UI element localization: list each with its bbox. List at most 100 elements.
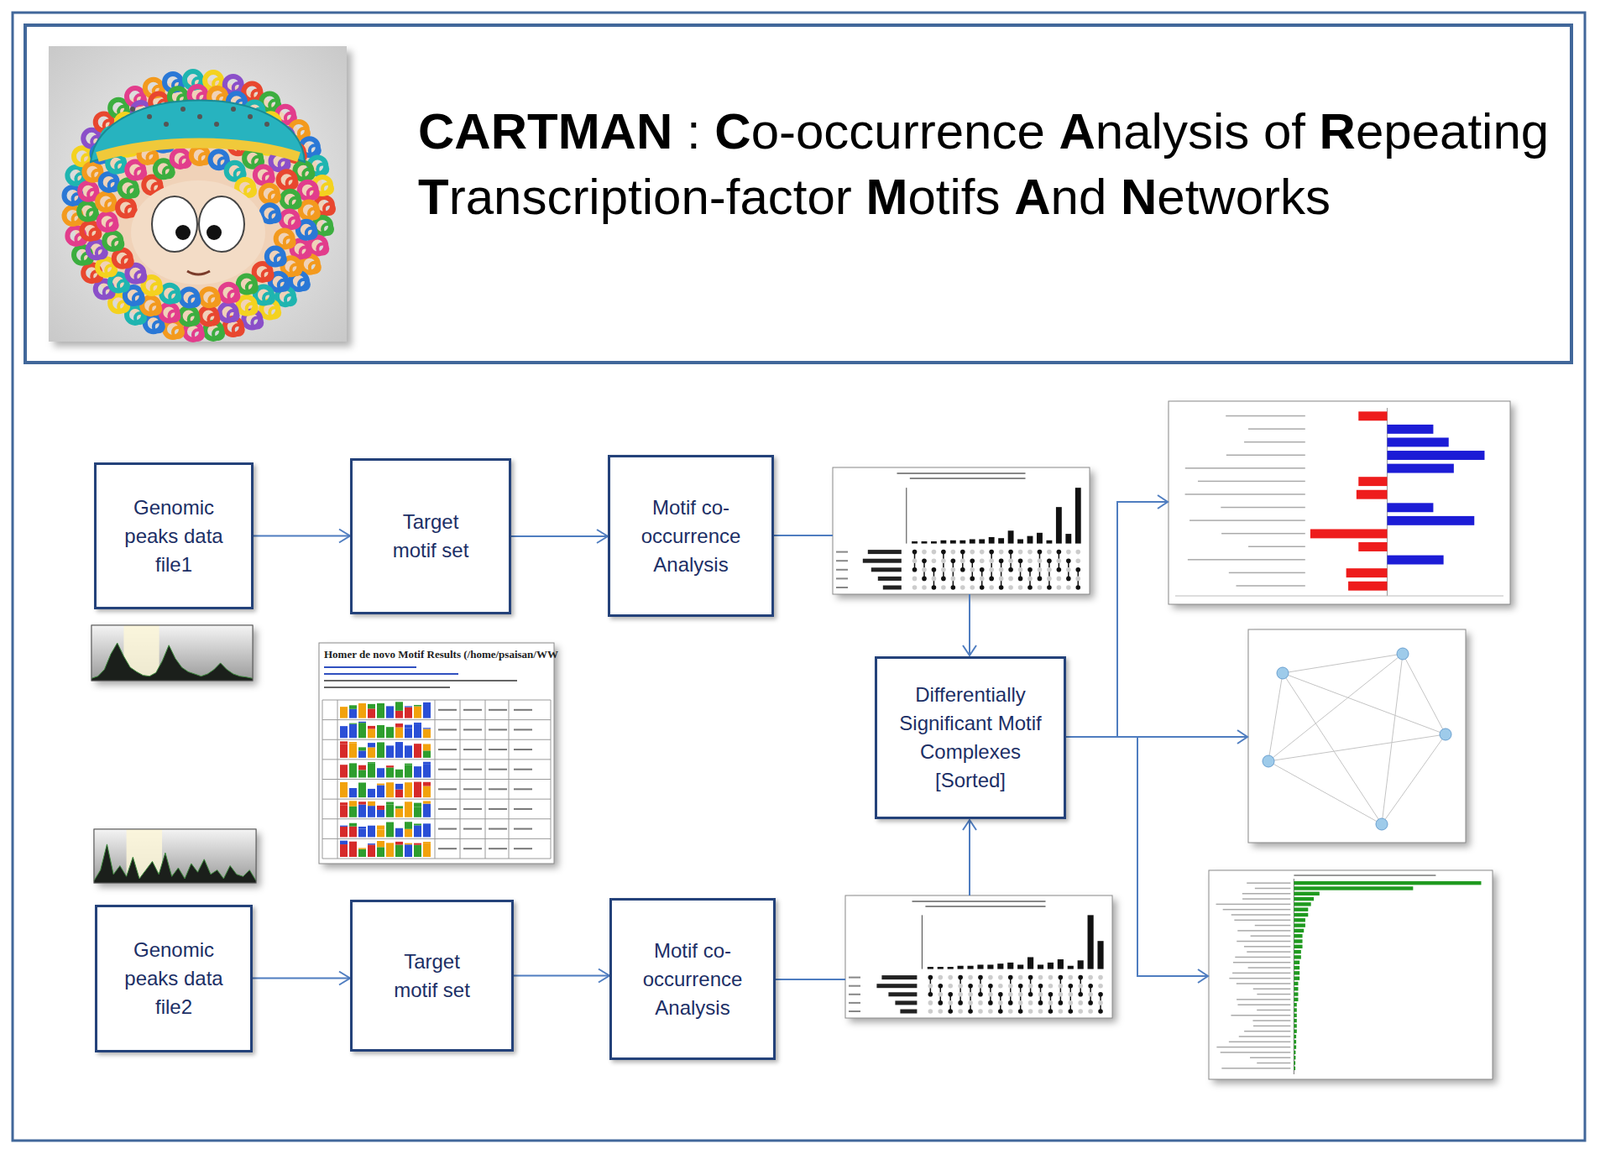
logo-letter [386, 782, 394, 798]
rank-bar [1293, 950, 1301, 954]
mascot-pupil [206, 224, 222, 241]
rank-bar [1293, 939, 1302, 943]
logo-letter [339, 826, 348, 837]
table-value [438, 847, 457, 850]
track-border [91, 625, 253, 681]
matrix-dot [937, 975, 943, 981]
table-value [513, 828, 533, 831]
rank-bar [1293, 902, 1311, 906]
upset-plot [845, 895, 1113, 1019]
bar-label-line [1223, 909, 1292, 911]
matrix-dot [960, 567, 966, 573]
matrix-dot [1066, 549, 1072, 555]
matrix-link [1060, 977, 1062, 1004]
peak-signal [91, 643, 253, 681]
matrix-dot [1028, 983, 1034, 989]
set-label [836, 559, 848, 562]
matrix-dot [912, 549, 918, 555]
plot-title-line [912, 900, 1046, 903]
matrix-dot [1018, 975, 1024, 981]
coil-loop [135, 313, 146, 324]
hat-dot [130, 106, 136, 112]
matrix-dot [928, 1000, 934, 1006]
matrix-dot [1058, 992, 1064, 998]
logo-letter [404, 763, 413, 766]
matrix-dot [1018, 983, 1024, 989]
matrix-dot [1066, 576, 1072, 582]
difference-bar [1386, 450, 1485, 461]
bar-label-line [1228, 1041, 1292, 1044]
rank-bar [1293, 971, 1300, 975]
table-rule [337, 700, 339, 859]
matrix-dot [1018, 558, 1024, 564]
set-size-bar [881, 975, 917, 980]
matrix-dot [1018, 992, 1024, 998]
rank-bar [1293, 1003, 1297, 1007]
difference-bar [1386, 437, 1449, 447]
bar-label-line [1254, 925, 1292, 927]
intersection-bar [1097, 941, 1104, 969]
matrix-dot [960, 549, 966, 555]
rank-bar [1293, 881, 1481, 885]
logo-letter [413, 723, 422, 738]
connector-line [513, 975, 610, 978]
coil-loop [269, 307, 280, 318]
set-label [836, 569, 848, 571]
rank-bar [1293, 1030, 1297, 1034]
coil-loop [96, 247, 107, 258]
logo-letter [423, 762, 431, 764]
matrix-dot [988, 576, 994, 582]
matrix-dot [1087, 1000, 1093, 1006]
coil-loop [128, 186, 139, 197]
bar-label-line [1246, 882, 1291, 884]
logo-letter [386, 745, 394, 758]
coil-loop [290, 198, 301, 209]
difference-bar [1386, 424, 1433, 434]
screenshot-line [324, 686, 450, 689]
logo-letter [395, 701, 403, 711]
process-box: Motif co-occurrence Analysis [607, 454, 774, 617]
table-value [463, 808, 482, 811]
bar-label-line [1216, 1046, 1291, 1049]
matrix-dot [1008, 1009, 1014, 1015]
matrix-dot [931, 558, 937, 564]
logo-letter [367, 704, 376, 709]
bar-label-line [1220, 507, 1305, 509]
mascot-background [48, 46, 347, 342]
logo-letter [367, 801, 376, 806]
logo-letter [404, 821, 413, 830]
coil-loop [245, 186, 256, 197]
diagram-title: CARTMAN : Co-occurrence Analysis of Repe… [418, 99, 1552, 231]
coil-loop [168, 310, 179, 321]
rank-bar [1293, 1024, 1297, 1028]
logo-letter [413, 706, 422, 719]
bar-label-line [1244, 441, 1306, 444]
bar-label-line [1233, 920, 1291, 922]
matrix-dot [1018, 1000, 1024, 1006]
rank-bar [1293, 1045, 1297, 1049]
bar-label-line [1226, 454, 1306, 457]
bar-label-line [1248, 546, 1306, 549]
logo-letter [404, 843, 413, 846]
matrix-dot [1058, 983, 1064, 989]
intersection-bar [940, 540, 947, 544]
matrix-dot [912, 567, 918, 573]
matrix-dot [988, 975, 994, 981]
logo-letter [358, 782, 367, 798]
logo-letter [386, 726, 394, 738]
screenshot-line [324, 666, 417, 669]
matrix-dot [1038, 992, 1044, 998]
matrix-dot [1048, 1009, 1054, 1015]
logo-letter [386, 842, 394, 858]
connector-line [1066, 736, 1248, 738]
logo-letter [358, 849, 367, 858]
bar-label-line [1253, 1025, 1291, 1028]
bar-label-line [1253, 988, 1292, 991]
hat-band [97, 143, 299, 158]
logo-letter [339, 726, 348, 738]
rank-bar [1293, 1050, 1296, 1055]
connector-line [1117, 501, 1168, 738]
logo-letter [395, 789, 403, 799]
logo-letter [395, 808, 403, 817]
logo-letter [376, 703, 385, 707]
